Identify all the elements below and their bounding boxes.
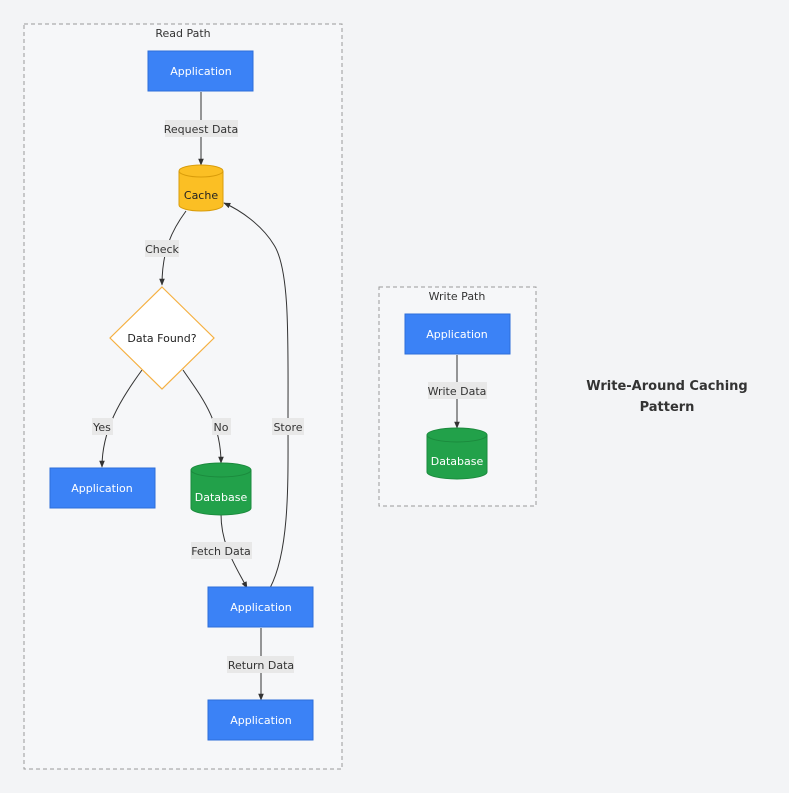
svg-text:Return Data: Return Data — [228, 659, 294, 672]
label-yes: Yes — [92, 418, 113, 435]
svg-text:Store: Store — [273, 421, 302, 434]
read-path-title: Read Path — [155, 27, 210, 40]
node-application-top: Application — [147, 50, 254, 92]
label-write-data: Write Data — [428, 382, 487, 399]
label-return-data: Return Data — [227, 656, 294, 673]
svg-text:Application: Application — [426, 328, 487, 341]
node-database-read: Database — [190, 462, 252, 516]
label-fetch-data: Fetch Data — [191, 542, 252, 559]
node-application-fetch: Application — [207, 586, 314, 628]
svg-text:Database: Database — [195, 491, 248, 504]
edge-store — [223, 202, 289, 589]
svg-text:Data Found?: Data Found? — [127, 332, 196, 345]
svg-text:Fetch Data: Fetch Data — [191, 545, 251, 558]
node-application-return: Application — [207, 699, 314, 741]
svg-text:Request Data: Request Data — [164, 123, 238, 136]
label-store: Store — [272, 418, 304, 435]
svg-text:Application: Application — [230, 601, 291, 614]
diagram-title-line2: Pattern — [640, 400, 695, 415]
svg-text:Yes: Yes — [92, 421, 111, 434]
svg-text:Application: Application — [170, 65, 231, 78]
svg-text:Application: Application — [71, 482, 132, 495]
read-path-cluster: Read Path — [23, 23, 343, 770]
node-database-write: Database — [426, 427, 488, 480]
svg-text:Cache: Cache — [184, 189, 218, 202]
edge-no — [182, 369, 224, 464]
svg-text:Database: Database — [431, 455, 484, 468]
svg-text:Check: Check — [145, 243, 179, 256]
edge-yes — [99, 369, 143, 468]
node-data-found-decision: Data Found? — [109, 286, 215, 390]
label-no: No — [212, 418, 231, 435]
node-application-write: Application — [404, 313, 511, 355]
diagram-title-line1: Write-Around Caching — [586, 379, 747, 394]
edge-labels: Request Data Check Yes No Store Fetch Da… — [92, 120, 487, 673]
node-cache: Cache — [178, 164, 224, 212]
node-application-yes: Application — [49, 467, 156, 509]
svg-text:Application: Application — [230, 714, 291, 727]
write-path-title: Write Path — [429, 290, 486, 303]
label-request-data: Request Data — [164, 120, 238, 137]
svg-text:Write Data: Write Data — [428, 385, 487, 398]
svg-text:No: No — [214, 421, 229, 434]
label-check: Check — [145, 240, 180, 257]
diagram-title: Write-Around Caching Pattern — [586, 379, 747, 415]
